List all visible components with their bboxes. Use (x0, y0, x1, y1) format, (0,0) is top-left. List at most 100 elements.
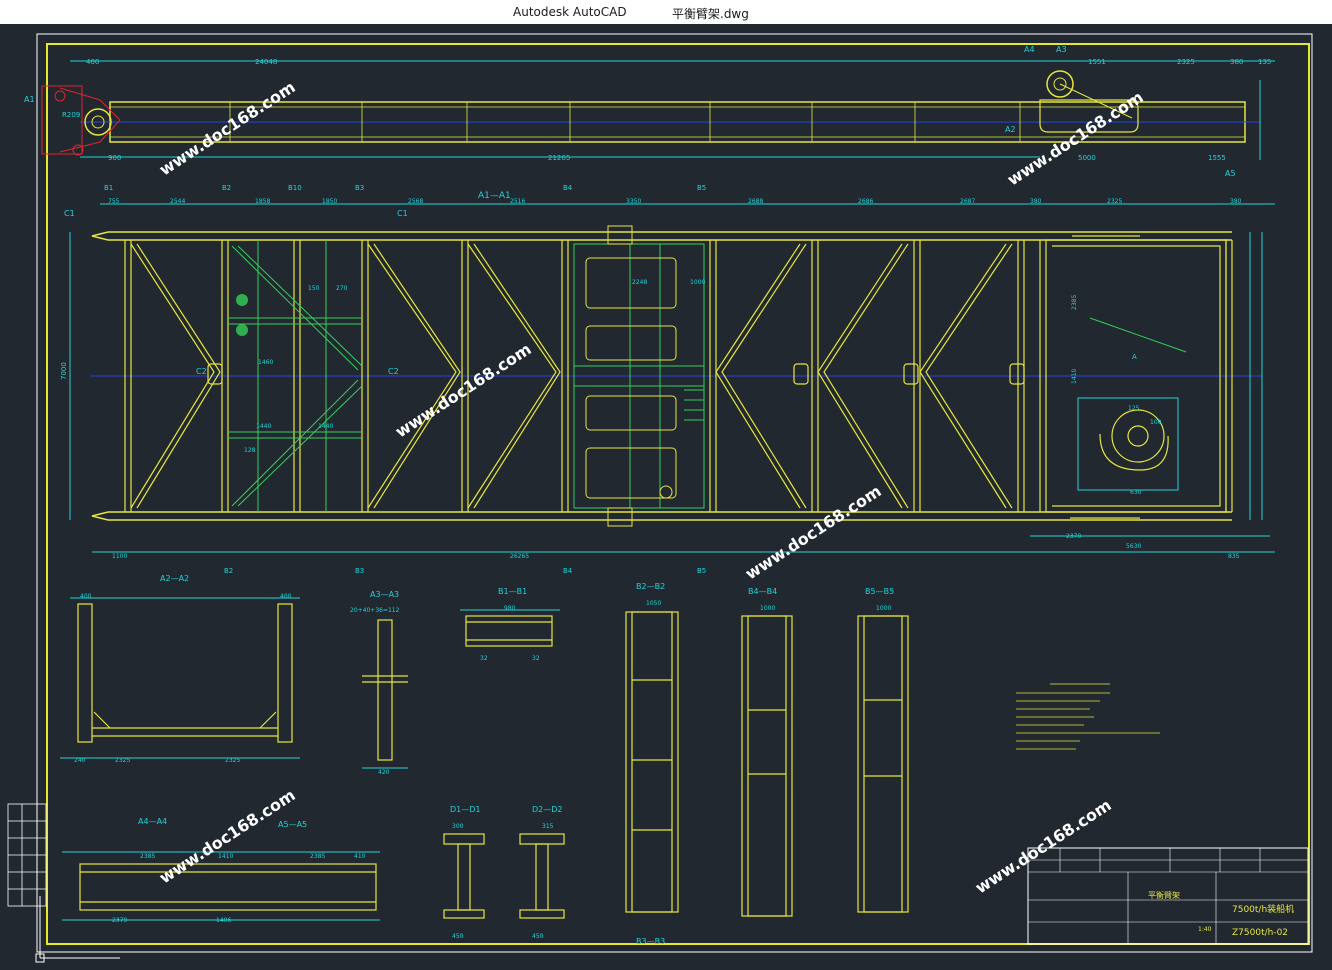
plan-inner-dim: 128 (244, 447, 256, 454)
section-b1-title: B1—B1 (498, 587, 527, 596)
cad-drawing[interactable]: 24048 400 1551 2325 380 135 A1 R209 900 … (0, 24, 1332, 966)
plan-top-dim: 2568 (408, 198, 423, 205)
title-drawing-number: Z7500t/h-02 (1232, 928, 1288, 938)
plan-top-dim: 2688 (748, 198, 763, 205)
ucs-icon (35, 896, 120, 963)
top-dim-5000: 5000 (1078, 154, 1096, 162)
watermarks: www.doc168.com www.doc168.com www.doc168… (156, 77, 1147, 897)
watermark: www.doc168.com (742, 481, 885, 583)
section-b2: B2—B2 1050 B3—B3 (625, 582, 679, 946)
top-dim-2325: 2325 (1177, 58, 1195, 66)
a3-dim: 420 (378, 769, 390, 776)
section-a3-title: A3—A3 (370, 590, 399, 599)
section-a5: A5—A5 2385 410 (278, 820, 366, 860)
drawing-canvas[interactable]: 24048 400 1551 2325 380 135 A1 R209 900 … (0, 24, 1332, 966)
section-b10: B10 (288, 184, 302, 192)
plan-inner-dim: 100 (1150, 419, 1162, 426)
section-b5: B5 (697, 184, 706, 192)
watermark: www.doc168.com (156, 77, 299, 179)
file-title: 平衡臂架.dwg (672, 7, 749, 21)
a2-dim: 240 (74, 757, 86, 764)
left-lug-highlight[interactable] (41, 85, 121, 156)
label-a3: A3 (1056, 45, 1067, 54)
plan-top-dim: 380 (1030, 198, 1042, 205)
a3-formula: 20+40+36=112 (350, 607, 400, 614)
d2-dim: 450 (532, 933, 544, 940)
title-scale: 1:40 (1198, 926, 1212, 933)
a2-dim: 400 (80, 593, 92, 600)
title-part-name: 平衡臂架 (1148, 890, 1180, 900)
plan-inner-dim: 2248 (632, 279, 647, 286)
plan-dim-2370: 2370 (1066, 533, 1081, 540)
plan-inner-dim: 1440 (318, 423, 333, 430)
d1-dim: 300 (452, 823, 464, 830)
plan-top-dim: 755 (108, 198, 120, 205)
left-pin-hole (84, 108, 112, 136)
watermark: www.doc168.com (972, 795, 1115, 897)
plan-inner-dim: 1460 (258, 359, 273, 366)
section-a5-title: A5—A5 (278, 820, 307, 829)
plan-inner-dim: 270 (336, 285, 348, 292)
sheet-inner-frame (46, 43, 1310, 945)
plan-top-dim: 3350 (626, 198, 641, 205)
app-title: Autodesk AutoCAD (513, 5, 627, 19)
section-d1-title: D1—D1 (450, 805, 481, 814)
plan-dim-835: 835 (1228, 553, 1240, 560)
section-b4: B4—B4 1000 (741, 587, 793, 917)
title-product: 7500t/h装船机 (1232, 903, 1294, 915)
plan-dim-1410: 1410 (1071, 369, 1078, 384)
section-b1: B1—B1 980 32 32 (460, 587, 560, 662)
section-b2: B2 (222, 184, 231, 192)
plan-view: A1—A1 B1 B2 B10 B3 B4 B5 755 2544 1858 1… (60, 184, 1275, 575)
label-a2: A2 (1005, 125, 1016, 134)
section-a4: A4—A4 2385 1410 2379 1406 (62, 817, 380, 924)
a4-dim: 1406 (216, 917, 231, 924)
revision-table (7, 803, 47, 907)
a2-dim: 2325 (115, 757, 130, 764)
marker-c1-left: C1 (64, 209, 75, 218)
b2-dim: 1050 (646, 600, 661, 607)
section-b5-title: B5—B5 (865, 587, 894, 596)
section-b1: B1 (104, 184, 113, 192)
top-dim-1551: 1551 (1088, 58, 1106, 66)
a5-dim: 410 (354, 853, 366, 860)
section-a3: A3—A3 20+40+36=112 420 (350, 590, 408, 776)
plan-top-dim: 2516 (510, 198, 525, 205)
plan-top-dim: 1850 (322, 198, 337, 205)
label-r209: R209 (62, 111, 80, 119)
section-b5: B5—B5 1000 (857, 587, 909, 913)
section-marker-bottom: B5 (697, 567, 706, 575)
plan-top-dim: 2687 (960, 198, 975, 205)
plan-dim-overall: 26265 (510, 553, 529, 560)
plan-inner-dim: 1000 (690, 279, 705, 286)
d1-dim: 450 (452, 933, 464, 940)
section-b3: B3 (355, 184, 364, 192)
plan-inner-dim: 125 (1128, 405, 1140, 412)
label-a4: A4 (1024, 45, 1035, 54)
top-dim-overall: 24048 (255, 58, 277, 66)
plan-dim-2385: 2385 (1071, 295, 1078, 310)
section-d2-title: D2—D2 (532, 805, 563, 814)
marker-c1-mid: C1 (397, 209, 408, 218)
plan-dim-left-1100: 1100 (112, 553, 127, 560)
b4-dim: 1000 (760, 605, 775, 612)
b1-dim: 980 (504, 605, 516, 612)
d2-dim: 315 (542, 823, 554, 830)
section-marker-bottom: B4 (563, 567, 573, 575)
section-d2: D2—D2 315 450 (519, 805, 565, 940)
watermark: www.doc168.com (392, 339, 535, 441)
section-b3-title: B3—B3 (636, 937, 665, 946)
section-marker-bottom: B2 (224, 567, 233, 575)
technical-notes (1016, 683, 1160, 750)
plan-height-7000: 7000 (60, 362, 68, 380)
marker-c2-right: C2 (388, 367, 399, 376)
top-dim-135: 135 (1258, 58, 1271, 66)
plan-top-dim: 380 (1230, 198, 1242, 205)
a5-dim: 2385 (310, 853, 325, 860)
section-b2-title: B2—B2 (636, 582, 665, 591)
section-marker-bottom: B3 (355, 567, 364, 575)
plan-title: A1—A1 (478, 191, 511, 201)
top-dim-1555: 1555 (1208, 154, 1226, 162)
a4-dim: 2385 (140, 853, 155, 860)
a2-dim: 2325 (225, 757, 240, 764)
